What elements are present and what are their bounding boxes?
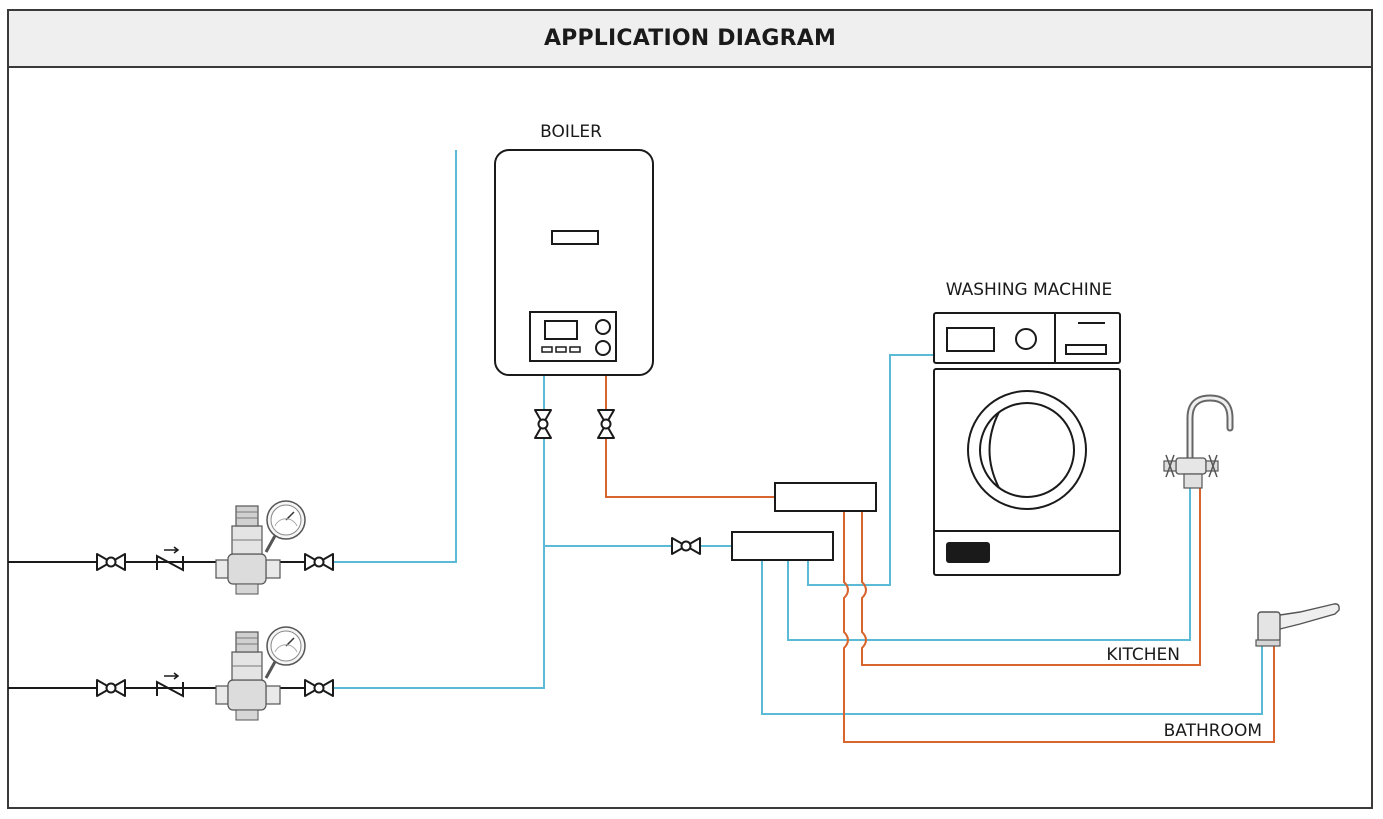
cold-water-lines	[333, 150, 1263, 715]
inlet-valve-icon[interactable]	[96, 679, 126, 697]
boiler-label: BOILER	[540, 122, 602, 142]
header-bar: APPLICATION DIAGRAM	[9, 11, 1371, 68]
pressure-regulator-icon	[214, 625, 307, 722]
inlet-valve-icon[interactable]	[96, 553, 126, 571]
pressure-regulator-icon	[214, 499, 307, 596]
check-valve-icon	[156, 672, 184, 697]
boiler-hot-valve-icon[interactable]	[597, 409, 615, 439]
manifold-valve-icon[interactable]	[671, 537, 701, 555]
washing-machine-label: WASHING MACHINE	[946, 280, 1113, 300]
outlet-valve-icon[interactable]	[304, 679, 334, 697]
hot-manifold	[774, 482, 877, 512]
bathroom-mixer-icon	[1255, 603, 1340, 647]
washing-machine-icon	[933, 312, 1121, 576]
bathroom-label: BATHROOM	[1164, 721, 1262, 741]
kitchen-label: KITCHEN	[1106, 645, 1180, 665]
boiler-cold-valve-icon[interactable]	[534, 409, 552, 439]
cold-manifold	[731, 531, 834, 561]
page-title: APPLICATION DIAGRAM	[543, 26, 837, 51]
kitchen-faucet-icon	[1163, 394, 1234, 489]
outlet-valve-icon[interactable]	[304, 553, 334, 571]
check-valve-icon	[156, 546, 184, 571]
boiler-icon	[494, 149, 654, 376]
